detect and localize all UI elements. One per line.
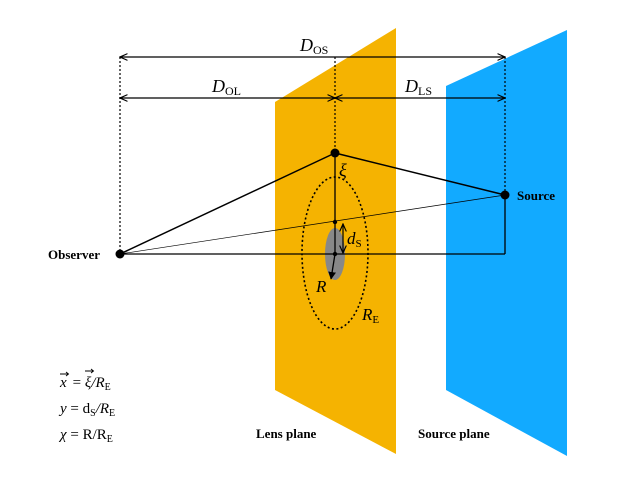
equation-x: x= ξ/RE	[59, 375, 111, 393]
lens-point	[332, 219, 338, 225]
ray-observer-source	[119, 194, 506, 255]
d-ol-label: DOL	[211, 76, 241, 98]
xi-label: ξ	[339, 160, 347, 180]
observer-point	[115, 249, 125, 259]
equation-y: y = dS/RE	[58, 401, 115, 419]
source-plane	[446, 30, 567, 456]
source-plane-label: Source plane	[418, 426, 490, 441]
vector-arrow-x	[60, 371, 70, 377]
axis-point	[332, 251, 338, 257]
r-arrow	[328, 253, 336, 280]
observer-label: Observer	[48, 247, 100, 262]
d-ls-label: DLS	[404, 76, 432, 98]
ray-image-source	[334, 152, 506, 196]
lens-plane-label: Lens plane	[256, 426, 317, 441]
r-e-label: RE	[361, 305, 379, 326]
equation-chi: χ = R/RE	[58, 427, 113, 445]
d-s-label: dS	[347, 229, 362, 250]
r-label: R	[315, 277, 327, 296]
ray-observer-image	[119, 152, 336, 255]
source-point	[500, 190, 510, 200]
equations: x= ξ/RE y = dS/RE χ = R/RE	[58, 368, 115, 445]
d-os-label: DOS	[299, 35, 328, 57]
vector-arrow-xi	[85, 368, 95, 374]
source-label: Source	[517, 188, 555, 203]
image-point	[330, 148, 340, 158]
